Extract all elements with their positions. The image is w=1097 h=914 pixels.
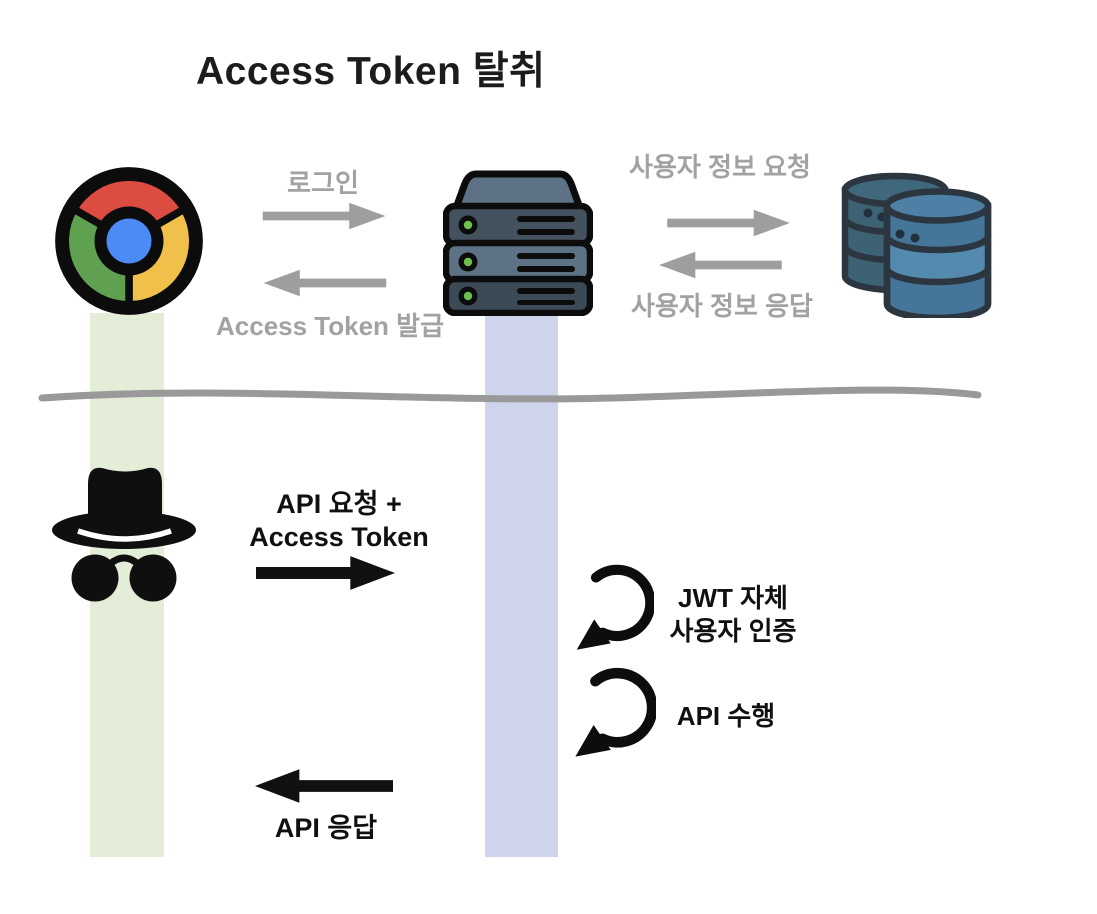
hat-crown [88, 467, 162, 530]
page-title: Access Token 탈취 [196, 50, 546, 93]
token-issue-label: Access Token 발급 [216, 311, 444, 341]
jwt-auth-label-line1: JWT 자체 [678, 583, 788, 613]
api-request-label-line1: API 요청 + [276, 489, 402, 519]
database-icon [841, 172, 992, 318]
jwt-auth-loop-arrow-icon [576, 564, 654, 650]
api-request-label-line2: Access Token [249, 522, 429, 552]
server-vents [517, 216, 575, 305]
api-request-arrow-icon [256, 556, 395, 590]
login-label: 로그인 [287, 168, 359, 198]
jwt-auth-label-line2: 사용자 인증 [669, 616, 797, 646]
chrome-hub-blue [106, 218, 152, 264]
server-leds [458, 215, 478, 306]
user-info-response-arrow-icon [659, 251, 782, 279]
server-lane [485, 315, 558, 857]
glasses-right-lens [129, 554, 177, 602]
user-info-response-label: 사용자 정보 응답 [631, 291, 813, 321]
divider-wave [38, 386, 982, 403]
api-response-label: API 응답 [274, 813, 378, 843]
api-response-arrow-icon [255, 769, 393, 803]
user-info-request-label: 사용자 정보 요청 [629, 152, 811, 182]
hacker-incognito-icon [52, 467, 196, 602]
login-arrow-icon [262, 202, 386, 230]
user-info-request-arrow-icon [667, 209, 790, 237]
token-issue-arrow-icon [263, 269, 387, 297]
chrome-browser-icon [55, 167, 203, 315]
server-icon [443, 170, 593, 316]
api-execute-label: API 수행 [676, 701, 776, 731]
api-execute-loop-arrow-icon [575, 667, 656, 757]
glasses-left-lens [71, 554, 119, 602]
